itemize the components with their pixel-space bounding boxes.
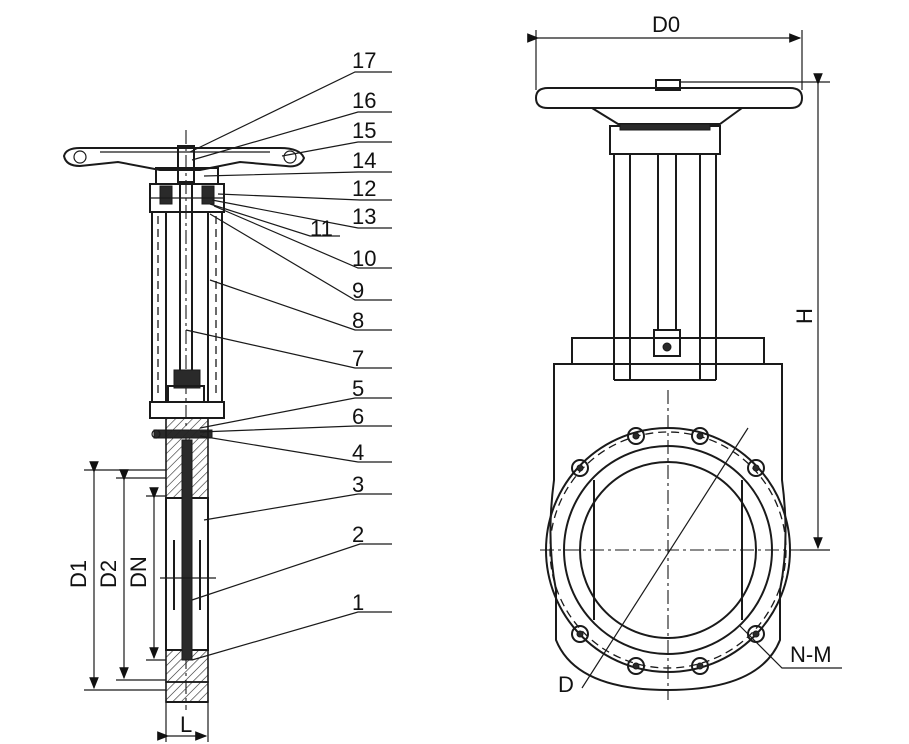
- side-handwheel: [62, 147, 306, 171]
- part-label-4: 4: [352, 440, 364, 465]
- front-yoke: [609, 123, 721, 381]
- front-handwheel: [534, 79, 804, 125]
- leader-lines: [185, 71, 392, 661]
- front-dimensions: D0 H D N-M: [527, 12, 842, 697]
- part-label-13: 13: [352, 204, 376, 229]
- side-view: 17 16 15 14 12 13 11 10 9 8 7 5 6 4 3 2 …: [62, 48, 392, 742]
- front-view: D0 H D N-M: [527, 12, 842, 700]
- dim-h: H: [792, 308, 817, 324]
- dim-d0: D0: [652, 12, 680, 37]
- bonnet-flange: [149, 401, 225, 419]
- part-labels: 17 16 15 14 12 13 11 10 9 8 7 5 6 4 3 2 …: [310, 48, 376, 615]
- dim-d2: D2: [96, 560, 121, 588]
- yoke-top-block: [149, 167, 225, 213]
- part-label-5: 5: [352, 376, 364, 401]
- dim-nm: N-M: [790, 642, 832, 667]
- part-label-8: 8: [352, 308, 364, 333]
- part-label-12: 12: [352, 176, 376, 201]
- dim-dn: DN: [126, 556, 151, 588]
- bolt-lugs: [571, 427, 765, 675]
- part-label-7: 7: [352, 346, 364, 371]
- part-label-6: 6: [352, 404, 364, 429]
- part-label-9: 9: [352, 278, 364, 303]
- side-dimensions: D1 D2 DN L: [66, 461, 209, 742]
- part-label-10: 10: [352, 246, 376, 271]
- part-label-14: 14: [352, 148, 376, 173]
- dim-l: L: [180, 712, 192, 737]
- part-label-16: 16: [352, 88, 376, 113]
- part-label-15: 15: [352, 118, 376, 143]
- valve-body-section: [160, 417, 216, 703]
- dim-d: D: [558, 672, 574, 697]
- part-label-17: 17: [352, 48, 376, 73]
- front-body: [540, 337, 800, 700]
- part-label-11: 11: [310, 216, 333, 241]
- part-label-1: 1: [352, 590, 364, 615]
- part-label-3: 3: [352, 472, 364, 497]
- dim-d1: D1: [66, 560, 91, 588]
- part-label-2: 2: [352, 522, 364, 547]
